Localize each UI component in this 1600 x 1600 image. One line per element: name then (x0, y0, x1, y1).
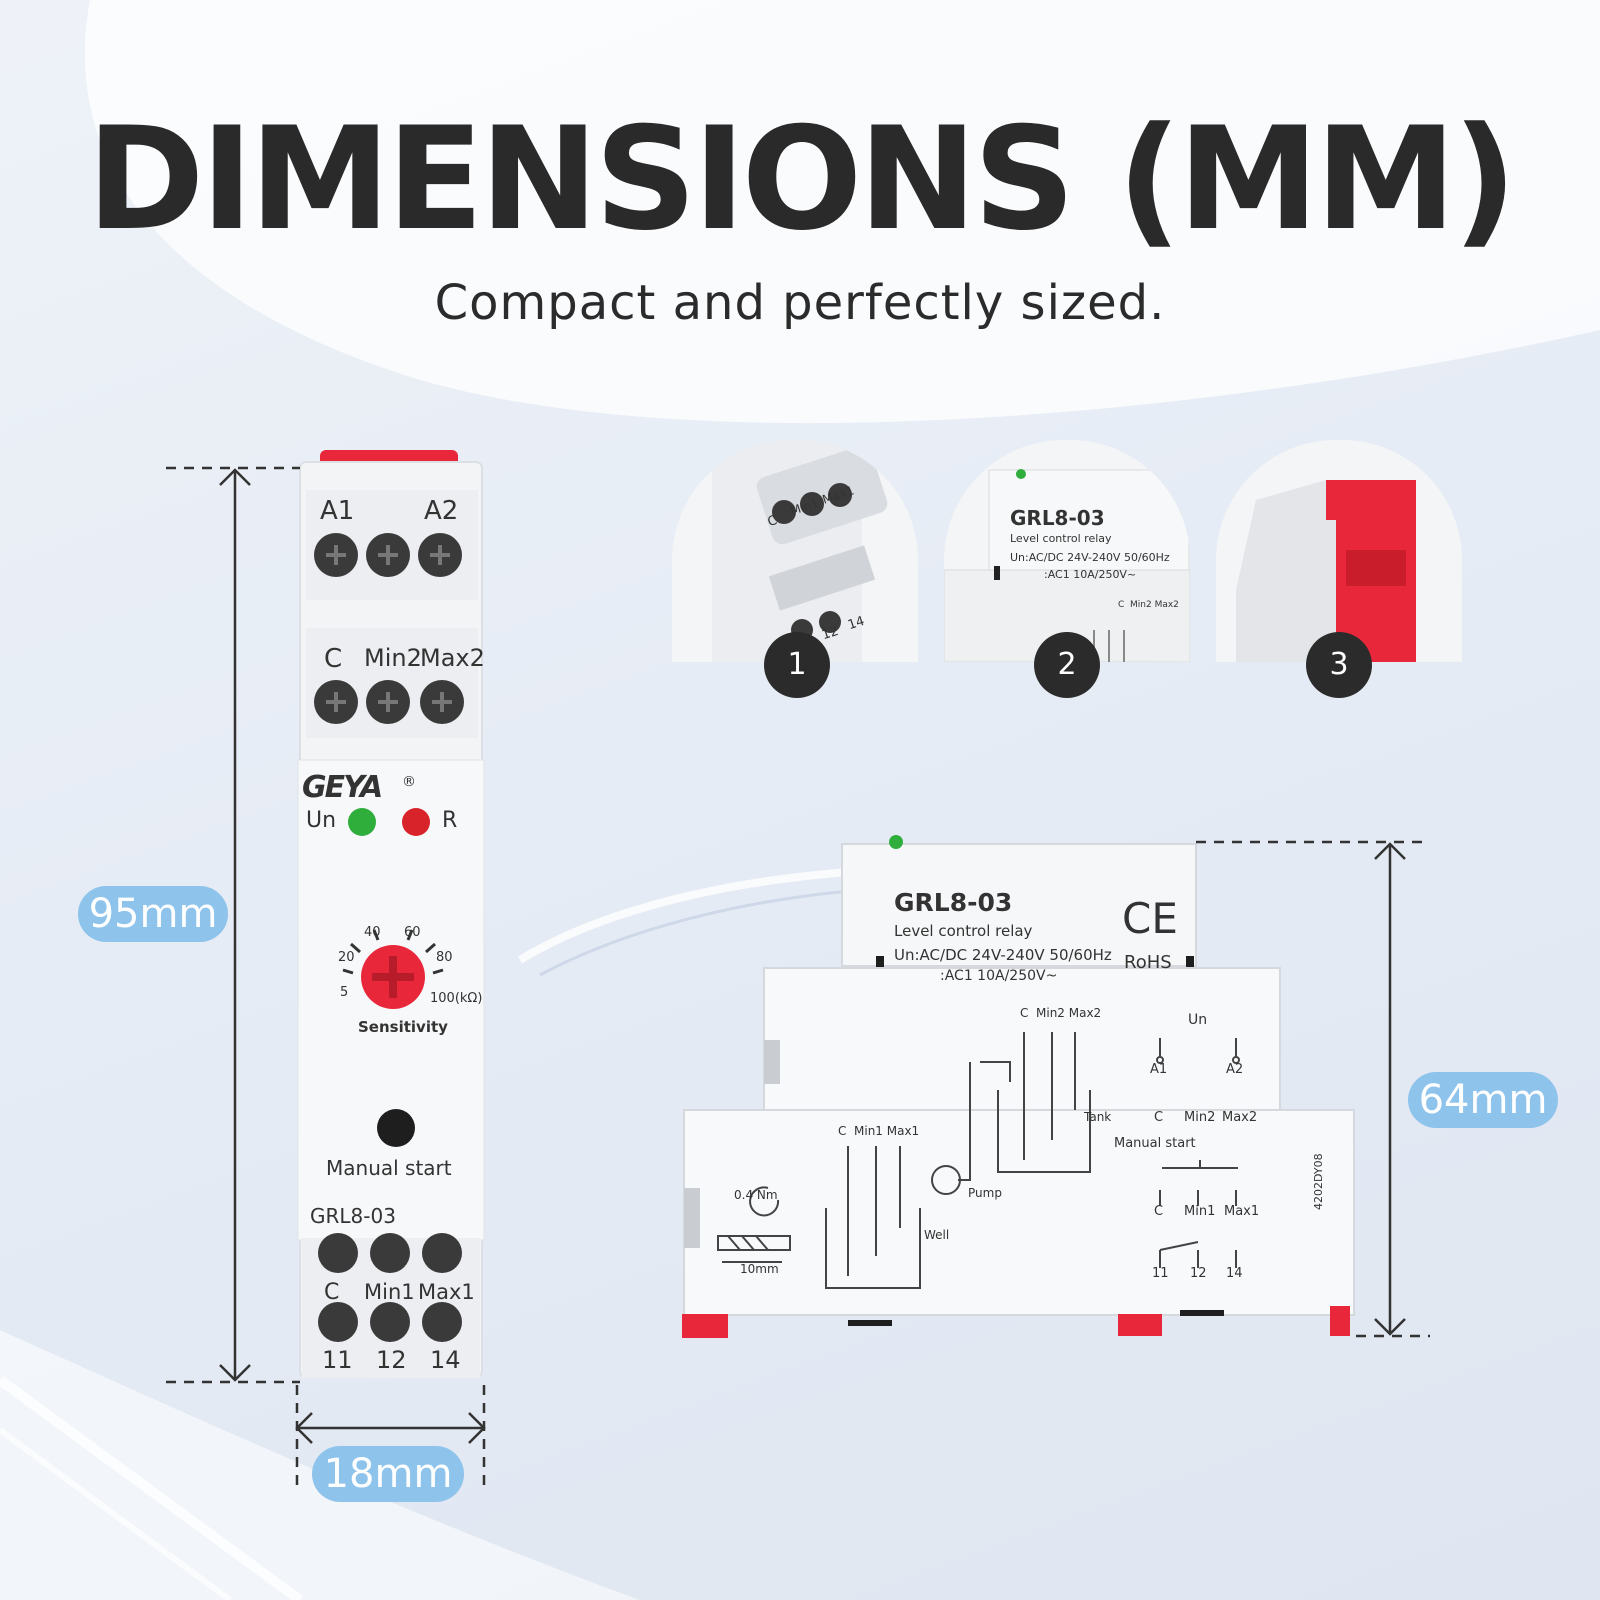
dial-tick-5: 5 (340, 985, 349, 1000)
side-view-device (682, 835, 1430, 1338)
manual-start-label: Manual start (326, 1156, 452, 1180)
terminal-11: 11 (322, 1346, 353, 1374)
schematic-max1: Max1 (1224, 1204, 1260, 1219)
led-green (348, 808, 376, 836)
diagram-pump-label: Pump (968, 1186, 1002, 1200)
dial-tick-40: 40 (364, 925, 381, 940)
detail-thumb-terminals[interactable]: C Min1 Max1 12 14 (672, 440, 918, 662)
detail-thumb-label[interactable]: GRL8-03 Level control relay Un:AC/DC 24V… (944, 440, 1190, 662)
schematic-a1: A1 (1150, 1062, 1168, 1077)
strip-length-label: 10mm (740, 1262, 779, 1276)
diagram-tank-terminals: C Min2 Max2 (1020, 1006, 1102, 1020)
terminal-max2: Max2 (420, 644, 485, 672)
side-spec2: :AC1 10A/250V~ (940, 968, 1058, 984)
schematic-min2: Min2 (1184, 1110, 1216, 1125)
serial-number: 4202DY08 (1312, 1153, 1325, 1210)
badge-3: 3 (1306, 632, 1372, 698)
front-view-device (166, 450, 486, 1485)
schematic-14: 14 (1226, 1266, 1243, 1281)
diagram-tank-label: Tank (1084, 1110, 1112, 1124)
dial-tick-80: 80 (436, 950, 453, 965)
side-spec1: Un:AC/DC 24V-240V 50/60Hz (894, 946, 1112, 964)
rohs-mark: RoHS (1124, 952, 1172, 973)
schematic-manual-start: Manual start (1114, 1136, 1196, 1151)
page-subtitle: Compact and perfectly sized. (434, 275, 1166, 331)
terminal-14: 14 (430, 1346, 461, 1374)
screw-row-bottom (318, 1233, 462, 1342)
terminal-min1: Min1 (364, 1280, 415, 1304)
screw-row-top (314, 533, 462, 577)
badge-2: 2 (1034, 632, 1100, 698)
brand-logo: GEYA (302, 770, 383, 805)
screw-row-middle (314, 680, 464, 724)
depth-dimension-badge: 64mm (1408, 1072, 1558, 1128)
dial-label: Sensitivity (358, 1018, 448, 1036)
side-desc: Level control relay (894, 922, 1033, 940)
terminal-max1: Max1 (418, 1280, 475, 1304)
schematic-min1: Min1 (1184, 1204, 1216, 1219)
led-red (402, 808, 430, 836)
torque-label: 0.4 Nm (734, 1188, 778, 1202)
registered-mark: ® (402, 774, 416, 790)
side-model: GRL8-03 (894, 888, 1013, 917)
manual-start-button[interactable] (377, 1109, 415, 1147)
terminal-min2: Min2 (364, 644, 422, 672)
terminal-12: 12 (376, 1346, 407, 1374)
terminal-c: C (324, 644, 343, 674)
thumb2-terminals: C Min2 Max2 (1118, 600, 1179, 610)
thumb2-desc: Level control relay (1010, 532, 1112, 545)
ce-mark: CE (1122, 894, 1178, 943)
schematic-c-mid: C (1154, 1204, 1164, 1219)
sensitivity-dial[interactable] (342, 929, 444, 1009)
model-label: GRL8-03 (310, 1204, 396, 1228)
schematic-12: 12 (1190, 1266, 1207, 1281)
thumb2-spec1: Un:AC/DC 24V-240V 50/60Hz (1010, 551, 1170, 564)
schematic-c-top: C (1154, 1110, 1164, 1125)
dial-tick-20: 20 (338, 950, 355, 965)
dial-tick-60: 60 (404, 925, 421, 940)
led-label-r: R (442, 808, 458, 833)
detail-thumb-clip[interactable] (1216, 440, 1462, 662)
terminal-c-bottom: C (324, 1280, 340, 1305)
schematic-11: 11 (1152, 1266, 1169, 1281)
thumb2-spec2: :AC1 10A/250V~ (1044, 568, 1137, 581)
terminal-a2: A2 (424, 496, 459, 526)
thumb2-model: GRL8-03 (1010, 506, 1105, 530)
led-label-un: Un (306, 808, 337, 833)
diagram-well-label: Well (924, 1228, 950, 1242)
schematic-un: Un (1188, 1012, 1208, 1028)
schematic-a2: A2 (1226, 1062, 1244, 1077)
badge-1: 1 (764, 632, 830, 698)
width-dimension-badge: 18mm (312, 1446, 464, 1502)
terminal-a1: A1 (320, 496, 355, 526)
dial-tick-100: 100(kΩ) (430, 991, 483, 1006)
page-title: DIMENSIONS (MM) (86, 97, 1518, 262)
height-dimension-badge: 95mm (78, 886, 228, 942)
schematic-max2: Max2 (1222, 1110, 1258, 1125)
diagram-well-terminals: C Min1 Max1 (838, 1124, 920, 1138)
